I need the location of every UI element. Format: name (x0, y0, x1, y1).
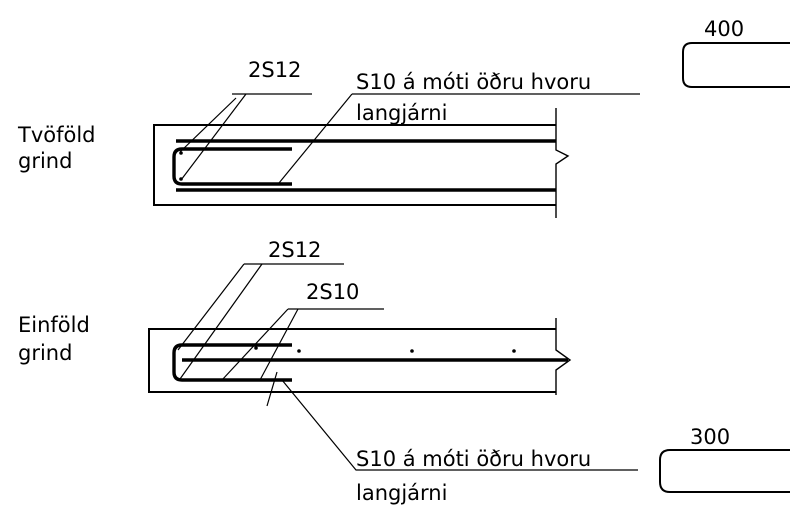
leader-2s10-a (221, 308, 289, 381)
label-double-mesh-line1: Tvöföld (17, 123, 96, 147)
leader-s10-bottom (281, 379, 638, 471)
leader-2s12-bottom-a (177, 263, 245, 351)
callout-2s12-bottom: 2S12 (268, 238, 321, 262)
u-bar-double (172, 147, 292, 186)
double-mesh-detail: 2S12 S10 á móti öðru hvoru langjárni Tvö… (17, 58, 640, 218)
hook-shape-300: 300 (659, 425, 790, 493)
label-single-mesh-line1: Einföld (18, 313, 90, 337)
callout-2s12-top: 2S12 (248, 58, 301, 82)
hook-bar-shape-lower (659, 449, 790, 493)
leader-2s12-bottom-b (179, 263, 263, 380)
bar-section-dot (297, 349, 301, 353)
leader-2s12-top-b (180, 93, 247, 181)
callout-s10-top-line2: langjárni (356, 101, 447, 125)
callout-2s10: 2S10 (306, 280, 359, 304)
dimension-300: 300 (690, 425, 730, 449)
bar-section-dot (254, 346, 258, 350)
leader-2s10-b (259, 308, 299, 381)
leader-s10-bottom-tick (266, 371, 278, 407)
label-double-mesh-line2: grind (18, 149, 72, 173)
label-single-mesh-line2: grind (18, 341, 72, 365)
u-bar-single (172, 343, 292, 382)
single-mesh-detail: 2S12 2S10 Einföld grind S10 á móti öðru … (18, 238, 638, 505)
callout-s10-top-line1: S10 á móti öðru hvoru (356, 70, 591, 94)
leader-2s12-top-a (179, 97, 237, 153)
hook-bar-shape-upper (682, 42, 790, 88)
concrete-section-outline-bottom (148, 328, 556, 393)
bar-section-dot (512, 349, 516, 353)
hook-shape-400: 400 (682, 17, 790, 88)
concrete-section-outline-top (153, 124, 556, 206)
dimension-400: 400 (704, 17, 744, 41)
break-line-bottom (555, 318, 572, 395)
break-line-top (555, 108, 570, 218)
callout-s10-bottom-line1: S10 á móti öðru hvoru (356, 447, 591, 471)
callout-s10-bottom-line2: langjárni (356, 481, 447, 505)
leader-s10-top (278, 93, 353, 184)
bar-section-dot (410, 349, 414, 353)
